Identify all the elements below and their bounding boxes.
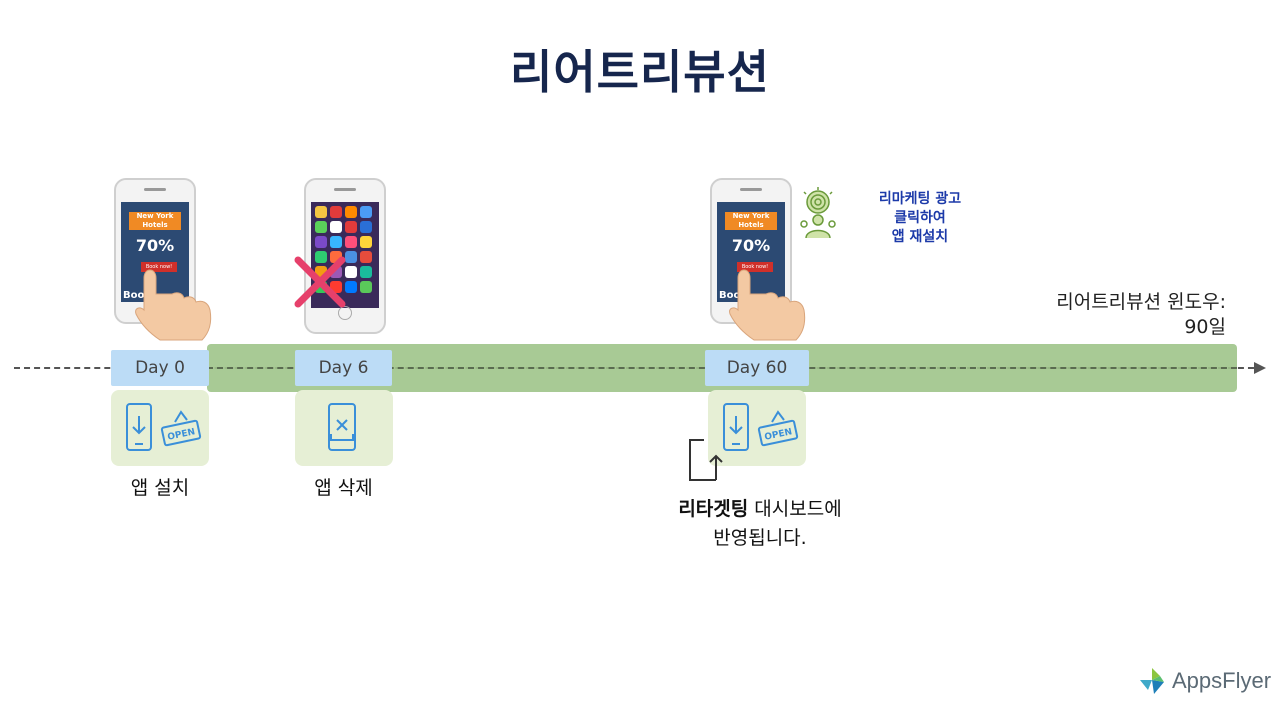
reinstall-open-icon: OPEN [723, 403, 799, 451]
ad-cta: Book now! [737, 262, 773, 272]
ad-brand: Booki [719, 290, 751, 301]
report-arrow-icon [689, 439, 723, 481]
day-60-label: Day 60 [705, 350, 809, 386]
hand-tap-icon [135, 269, 212, 341]
target-audience-icon [800, 187, 836, 239]
uninstall-tile [295, 390, 393, 466]
day-6-label: Day 6 [295, 350, 392, 386]
reattribution-window-label: 리어트리뷰션 윈도우: 90일 [1056, 291, 1226, 338]
ad-headline: New York Hotels [129, 212, 181, 230]
ad-brand: Booki [123, 290, 155, 301]
phone-apps-day6 [304, 178, 386, 334]
retargeting-note: 리타겟팅 대시보드에 반영됩니다. [678, 498, 842, 549]
appsflyer-logo-icon [1140, 668, 1164, 694]
reinstall-open-tile: OPEN [708, 390, 806, 466]
hand-tap-icon [729, 269, 806, 341]
uninstall-caption: 앱 삭제 [314, 477, 373, 499]
page-title: 리어트리뷰션 [510, 45, 770, 99]
ad-discount: 70% [135, 236, 175, 255]
delete-x-icon [294, 256, 346, 308]
install-caption: 앱 설치 [130, 477, 190, 499]
day-0-label: Day 0 [111, 350, 209, 386]
remarketing-note: 리마케팅 광고 클릭하여 앱 재설치 [878, 191, 962, 245]
install-open-tile: OPEN [111, 390, 209, 466]
uninstall-phone-icon [328, 403, 356, 451]
appsflyer-logo: AppsFlyer [1138, 666, 1271, 696]
timeline-arrow-icon [1254, 362, 1266, 374]
ad-discount: 70% [731, 236, 771, 255]
install-open-icon: OPEN [126, 403, 202, 451]
ad-headline: New York Hotels [725, 212, 777, 230]
ad-cta: Book now! [141, 262, 177, 272]
